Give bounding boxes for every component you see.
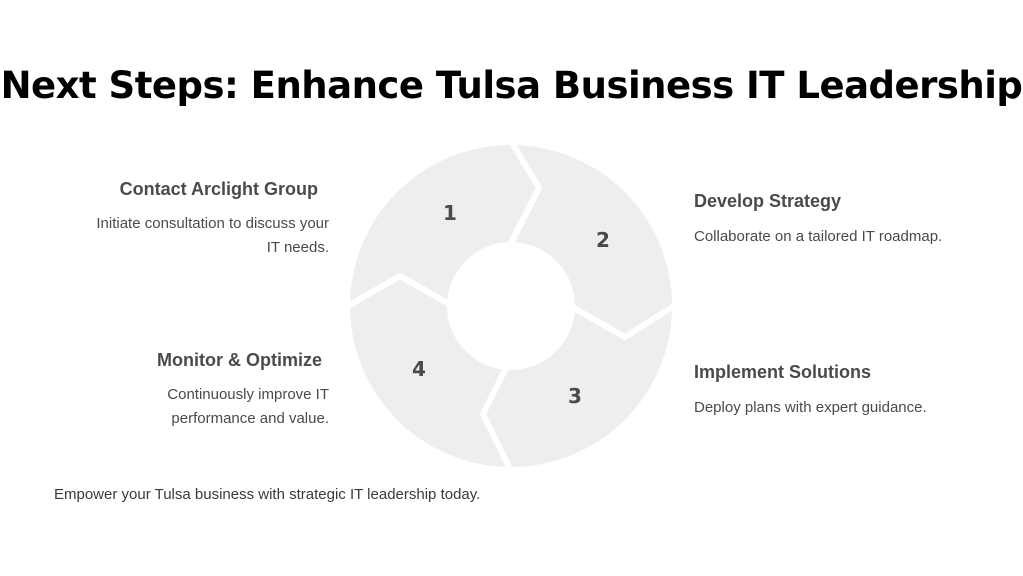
step-4-title: Monitor & Optimize (157, 350, 322, 370)
step-4-description-line-1: Continuously improve IT (167, 386, 329, 403)
separator-3-4 (479, 356, 514, 473)
cycle-ring (350, 145, 672, 467)
footer-text: Empower your Tulsa business with strateg… (54, 486, 481, 503)
step-number-1: 1 (443, 201, 457, 225)
separator-1-2 (508, 139, 543, 245)
step-4-description: Continuously improve IT performance and … (29, 383, 329, 431)
separator-2-3 (568, 303, 676, 341)
step-4-description-line-2: performance and value. (171, 410, 329, 427)
step-number-4: 4 (412, 357, 426, 381)
step-3-description: Deploy plans with expert guidance. (694, 399, 927, 416)
step-2-title: Develop Strategy (694, 191, 842, 211)
cycle-diagram: 1 2 3 4 (346, 139, 676, 473)
separator-4-1 (346, 272, 455, 309)
step-1-description-line-1: Initiate consultation to discuss your (96, 215, 329, 232)
step-1-description: Initiate consultation to discuss your IT… (29, 212, 329, 260)
step-3-title: Implement Solutions (694, 362, 872, 382)
page-title: Next Steps: Enhance Tulsa Business IT Le… (0, 64, 1023, 107)
step-1-description-line-2: IT needs. (266, 239, 329, 256)
step-1-title: Contact Arclight Group (119, 179, 318, 199)
step-number-2: 2 (596, 228, 610, 252)
step-2-description: Collaborate on a tailored IT roadmap. (694, 228, 943, 245)
step-number-3: 3 (568, 384, 582, 408)
